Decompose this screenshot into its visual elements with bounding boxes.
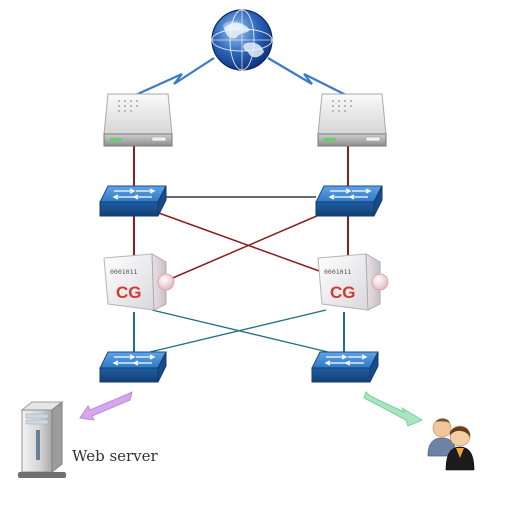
cg-right-bits: 0001011 xyxy=(324,268,351,276)
router-right[interactable] xyxy=(317,93,387,147)
wan-link-right xyxy=(267,57,361,103)
switch-bottom-right[interactable] xyxy=(311,351,379,383)
switch-icon xyxy=(315,185,383,217)
arrow-to-server-icon xyxy=(79,391,133,421)
firewall-appliance-icon: 0001011 CG xyxy=(317,253,389,311)
firewall-appliance-icon: 0001011 CG xyxy=(103,253,175,311)
web-server-label: Web server xyxy=(72,447,158,465)
server-tower-icon xyxy=(18,400,66,478)
cg-right[interactable]: 0001011 CG xyxy=(317,253,389,311)
cg-left[interactable]: 0001011 CG xyxy=(103,253,175,311)
switch-icon xyxy=(99,351,167,383)
switch-icon xyxy=(99,185,167,217)
link-top-right-cg-left xyxy=(167,211,327,281)
router-icon xyxy=(317,93,387,147)
users[interactable] xyxy=(427,418,475,471)
links xyxy=(119,57,361,354)
switch-bottom-left[interactable] xyxy=(99,351,167,383)
switch-top-right[interactable] xyxy=(315,185,383,217)
switch-top-left[interactable] xyxy=(99,185,167,217)
users-icon xyxy=(427,418,475,471)
router-icon xyxy=(103,93,173,147)
cg-left-bits: 0001011 xyxy=(110,268,137,276)
wan-link-left xyxy=(119,57,215,104)
router-left[interactable] xyxy=(103,93,173,147)
cg-right-mark: CG xyxy=(330,283,356,302)
switch-icon xyxy=(311,351,379,383)
link-top-left-cg-right xyxy=(155,211,323,273)
web-server[interactable] xyxy=(18,400,66,478)
arrow-to-users-icon xyxy=(363,391,424,427)
globe-icon xyxy=(211,9,273,71)
cg-left-mark: CG xyxy=(116,283,142,302)
link-cg-right-bottom-left xyxy=(149,309,327,353)
